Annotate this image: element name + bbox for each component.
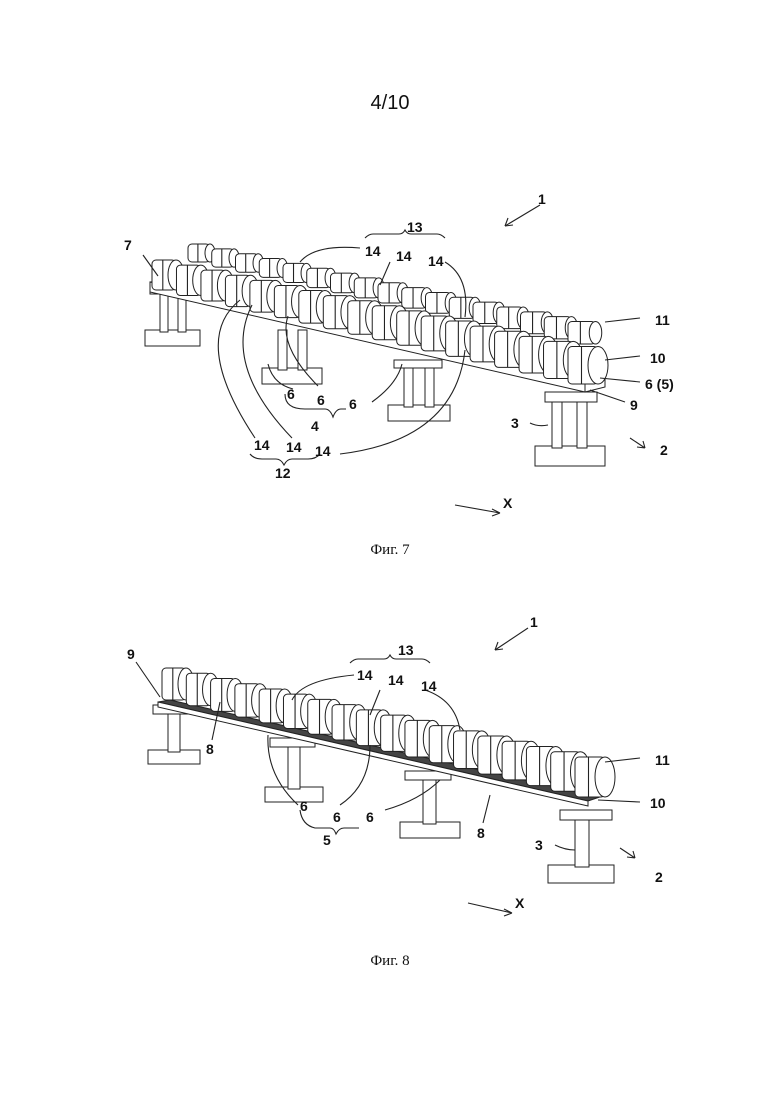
label-13: 13 [407,219,423,235]
label-14: 14 [365,243,381,259]
label-x-axis: X [503,495,513,511]
label-14: 14 [396,248,412,264]
label-1: 1 [530,614,538,630]
label-10: 10 [650,795,666,811]
figure-8-caption: Фиг. 8 [0,953,780,970]
label-14: 14 [388,672,404,688]
label-9: 9 [127,646,135,662]
label-6: 6 [287,386,295,402]
label-7: 7 [124,237,132,253]
module-drum [568,322,602,345]
module-drum [188,244,215,262]
label-11: 11 [655,752,670,768]
label-6-5: 6 (5) [645,376,674,392]
figure-7-svg: 1 13 14 14 14 7 11 10 6 (5) 9 6 6 6 4 3 … [0,170,780,530]
label-9: 9 [630,397,638,413]
label-3: 3 [511,415,519,431]
label-13: 13 [398,642,414,658]
figure-8-svg: 1 13 14 14 14 9 8 11 10 6 6 6 5 8 3 2 X [0,595,780,935]
figure-7-caption: Фиг. 7 [0,542,780,559]
label-1: 1 [538,191,546,207]
label-6: 6 [300,798,308,814]
label-8: 8 [477,825,485,841]
label-10: 10 [650,350,666,366]
label-14: 14 [254,437,270,453]
label-14: 14 [286,439,302,455]
label-14: 14 [357,667,373,683]
figure-7-drawing: 1 13 14 14 14 7 11 10 6 (5) 9 6 6 6 4 3 … [0,170,780,530]
label-6: 6 [349,396,357,412]
label-6: 6 [366,809,374,825]
label-4: 4 [311,418,319,434]
label-x-axis: X [515,895,525,911]
label-8: 8 [206,741,214,757]
label-3: 3 [535,837,543,853]
label-14: 14 [421,678,437,694]
label-14: 14 [315,443,331,459]
label-12: 12 [275,465,291,481]
label-5: 5 [323,832,331,848]
label-2: 2 [660,442,668,458]
label-6: 6 [333,809,341,825]
label-6: 6 [317,392,325,408]
support-pedestal [400,771,460,838]
module-drum [575,757,615,797]
support-pedestal [388,360,450,421]
figure-8-drawing: 1 13 14 14 14 9 8 11 10 6 6 6 5 8 3 2 X [0,595,780,935]
page-number: 4/10 [0,92,780,115]
label-14: 14 [428,253,444,269]
support-pedestal [262,330,322,384]
label-11: 11 [655,312,670,328]
support-pedestal [535,392,605,466]
label-2: 2 [655,869,663,885]
